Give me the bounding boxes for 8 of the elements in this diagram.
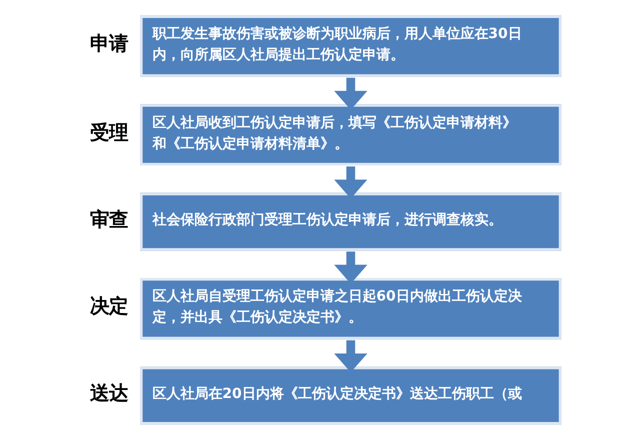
node-label: 申请 xyxy=(90,32,128,56)
arrow xyxy=(334,340,368,372)
node-label: 审查 xyxy=(90,208,128,231)
node-label: 送达 xyxy=(90,382,128,405)
arrow xyxy=(334,252,368,284)
arrow xyxy=(334,78,368,110)
node-label: 受理 xyxy=(90,120,128,144)
node-label: 决定 xyxy=(90,294,128,318)
